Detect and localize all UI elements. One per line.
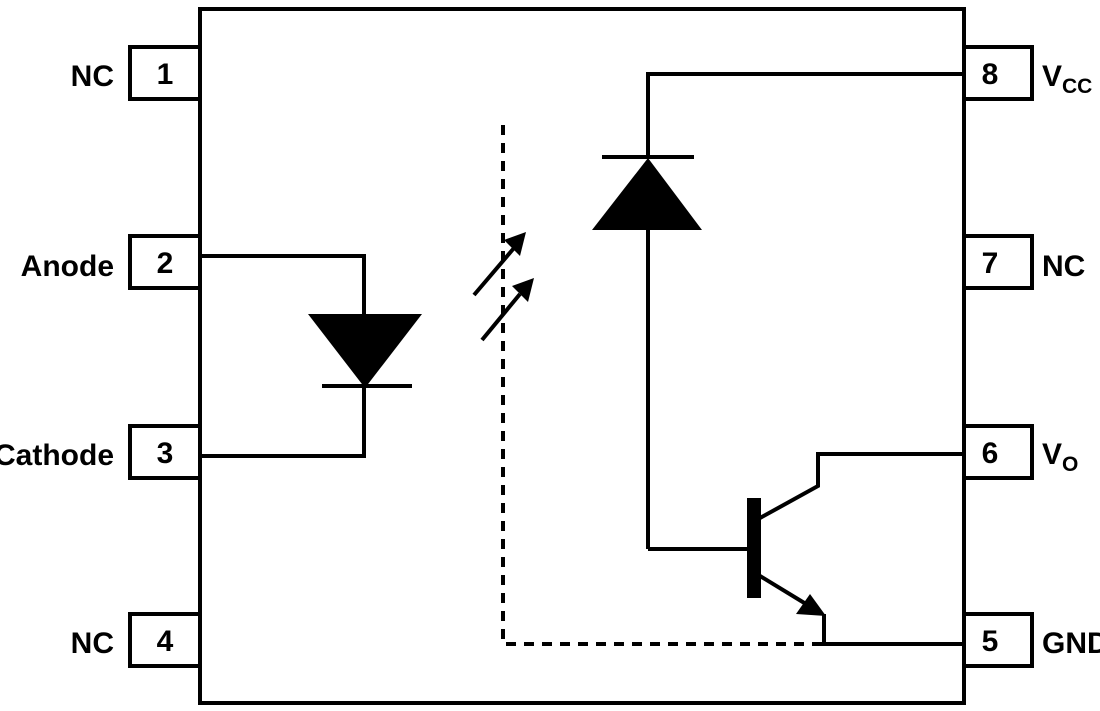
pin-6-label-sub: O (1062, 453, 1078, 476)
package-body (198, 7, 966, 705)
light-arrow-lower-head (512, 278, 534, 302)
pin-8: 8 VCC (962, 45, 1092, 101)
collector-wire (759, 452, 964, 520)
pin-2-box (128, 234, 202, 290)
light-arrow-upper-shaft (472, 246, 516, 297)
pin-6: 6 VO (962, 424, 1078, 480)
vcc-wire (646, 72, 964, 158)
cathode-wire (200, 386, 366, 458)
led-triangle-icon (308, 314, 422, 388)
pin-8-label: VCC (1042, 60, 1092, 98)
light-arrows-icon (472, 232, 534, 342)
pin-3-number: 3 (157, 437, 174, 470)
pin-4-box (128, 612, 202, 668)
pin-4: 4 NC (71, 612, 202, 668)
light-arrow-upper-head (504, 232, 526, 256)
pin-3-label: Cathode (0, 439, 114, 472)
pin-3-box (128, 424, 202, 480)
pin-2: 2 Anode (21, 234, 202, 290)
pin-6-box (962, 424, 1034, 480)
output-transistor (747, 452, 964, 646)
gnd-wire (822, 614, 964, 646)
photodiode-triangle-icon (592, 158, 702, 230)
emitter-arrow-icon (796, 594, 826, 616)
pin-4-number: 4 (157, 625, 174, 658)
pin-7: 7 NC (962, 234, 1085, 290)
pin-2-number: 2 (157, 247, 174, 280)
pin-5-box (962, 612, 1034, 668)
pin-1-label: NC (71, 60, 114, 93)
pin-6-number: 6 (982, 437, 999, 470)
light-arrow-lower-shaft (480, 292, 522, 342)
pin-4-label: NC (71, 627, 114, 660)
pin-1: 1 NC (71, 45, 202, 101)
transistor-base-bar (747, 498, 761, 598)
pin-7-number: 7 (982, 247, 999, 280)
pin-5: 5 GND (962, 612, 1100, 668)
pin-3: 3 Cathode (0, 424, 202, 480)
pin-5-number: 5 (982, 625, 999, 658)
pin-8-label-sub: CC (1062, 75, 1092, 98)
pin-1-box (128, 45, 202, 101)
pin-8-label-main: V (1042, 60, 1062, 93)
pin-6-label: VO (1042, 438, 1078, 476)
anode-wire (200, 254, 366, 316)
pin-1-number: 1 (157, 58, 174, 91)
pin-5-label: GND (1042, 627, 1100, 660)
photodiode (592, 72, 964, 551)
pin-6-label-main: V (1042, 438, 1062, 471)
pin-8-box (962, 45, 1034, 101)
pin-7-box (962, 234, 1034, 290)
pin-7-label: NC (1042, 250, 1085, 283)
input-led (200, 254, 422, 458)
pin-8-number: 8 (982, 58, 999, 91)
pin-2-label: Anode (21, 250, 114, 283)
emitter-wire (758, 574, 808, 606)
